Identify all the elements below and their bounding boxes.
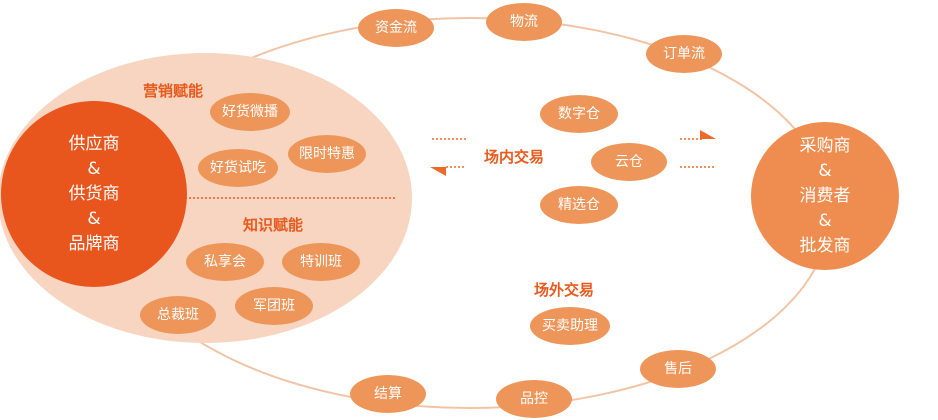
marketing-title: 营销赋能: [143, 82, 204, 100]
warehouse-item: 数字仓: [540, 95, 618, 133]
ring-item-order-flow: 订单流: [646, 35, 722, 73]
offsite-trade-title: 场外交易: [534, 281, 595, 299]
ring-item-capital-flow: 资金流: [358, 9, 434, 47]
knowledge-item: 特训班: [282, 243, 360, 281]
consumer-circle: [751, 122, 899, 270]
consumer-line-1: 采购商: [799, 135, 851, 156]
ring-item-logistics: 物流: [486, 3, 562, 41]
knowledge-item: 私享会: [186, 243, 264, 281]
offsite-item: 买卖助理: [530, 307, 610, 345]
consumer-label: 采购商 & 消费者 & 批发商: [760, 131, 890, 261]
marketing-item: 好货试吃: [198, 149, 278, 187]
warehouse-item: 精选仓: [540, 186, 618, 224]
ring-item-settlement: 结算: [350, 375, 426, 413]
supplier-line-1: 供应商: [68, 133, 120, 154]
supplier-line-5: 品牌商: [68, 233, 120, 254]
consumer-line-3: 消费者: [799, 185, 851, 206]
knowledge-title: 知识赋能: [243, 216, 304, 234]
marketing-item: 限时特惠: [288, 135, 366, 173]
marketing-item: 好货微播: [210, 93, 290, 131]
arrow-left-head: [430, 167, 446, 176]
onsite-trade-title: 场内交易: [484, 148, 545, 166]
supplier-line-4: &: [87, 208, 101, 229]
knowledge-item: 总裁班: [140, 296, 216, 334]
arrow-right-head: [700, 130, 716, 139]
ring-item-after-sales: 售后: [640, 350, 716, 388]
consumer-line-4: &: [818, 210, 832, 231]
warehouse-item: 云仓: [591, 143, 667, 181]
supplier-circle: [1, 101, 187, 287]
knowledge-item: 军团班: [235, 287, 313, 325]
supplier-line-3: 供货商: [68, 183, 120, 204]
consumer-line-2: &: [818, 160, 832, 181]
consumer-line-5: 批发商: [799, 235, 851, 256]
supplier-line-2: &: [87, 158, 101, 179]
ring-item-quality-control: 品控: [496, 380, 572, 418]
supplier-label: 供应商 & 供货商 & 品牌商: [24, 129, 164, 259]
